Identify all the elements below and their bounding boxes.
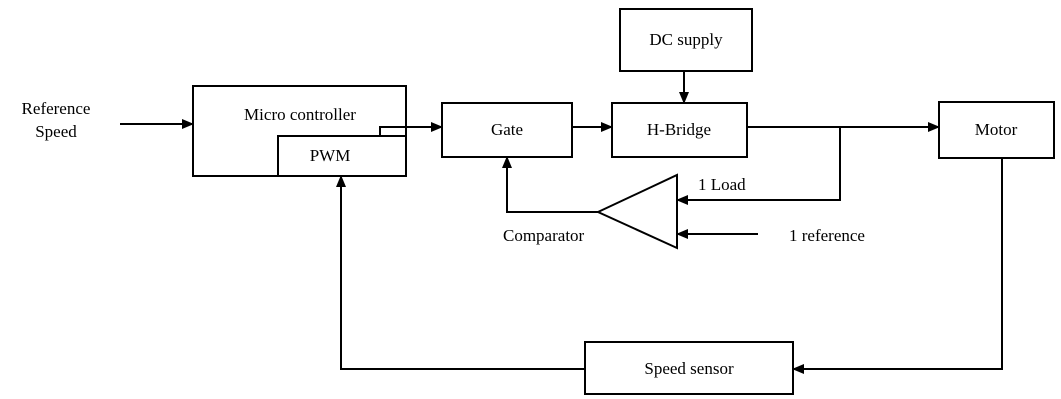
speed-sensor-label: Speed sensor [644, 359, 734, 378]
pwm-label: PWM [309, 146, 351, 165]
comparator-triangle [595, 173, 678, 250]
motor-to-speed-sensor-arrow [792, 158, 1003, 374]
reference-speed-label-line2: Speed [35, 122, 77, 141]
dc-supply-block [619, 8, 753, 72]
comparator-label: Comparator [503, 226, 585, 245]
dc-supply-label: DC supply [649, 30, 723, 49]
micro-controller-block [192, 85, 407, 177]
load-label: 1 Load [698, 175, 746, 194]
speed-sensor-to-pwm-arrow [336, 175, 585, 370]
comparator-to-gate-arrow [502, 156, 598, 213]
pwm-to-gate-arrow [379, 122, 443, 136]
micro-controller-label: Micro controller [244, 105, 356, 124]
load-feedback-arrow [676, 127, 841, 205]
reference-label: 1 reference [789, 226, 865, 245]
h-bridge-label: H-Bridge [646, 120, 712, 139]
reference-speed-label-line1: Reference [21, 99, 91, 118]
gate-label: Gate [490, 120, 524, 139]
motor-label: Motor [974, 120, 1018, 139]
